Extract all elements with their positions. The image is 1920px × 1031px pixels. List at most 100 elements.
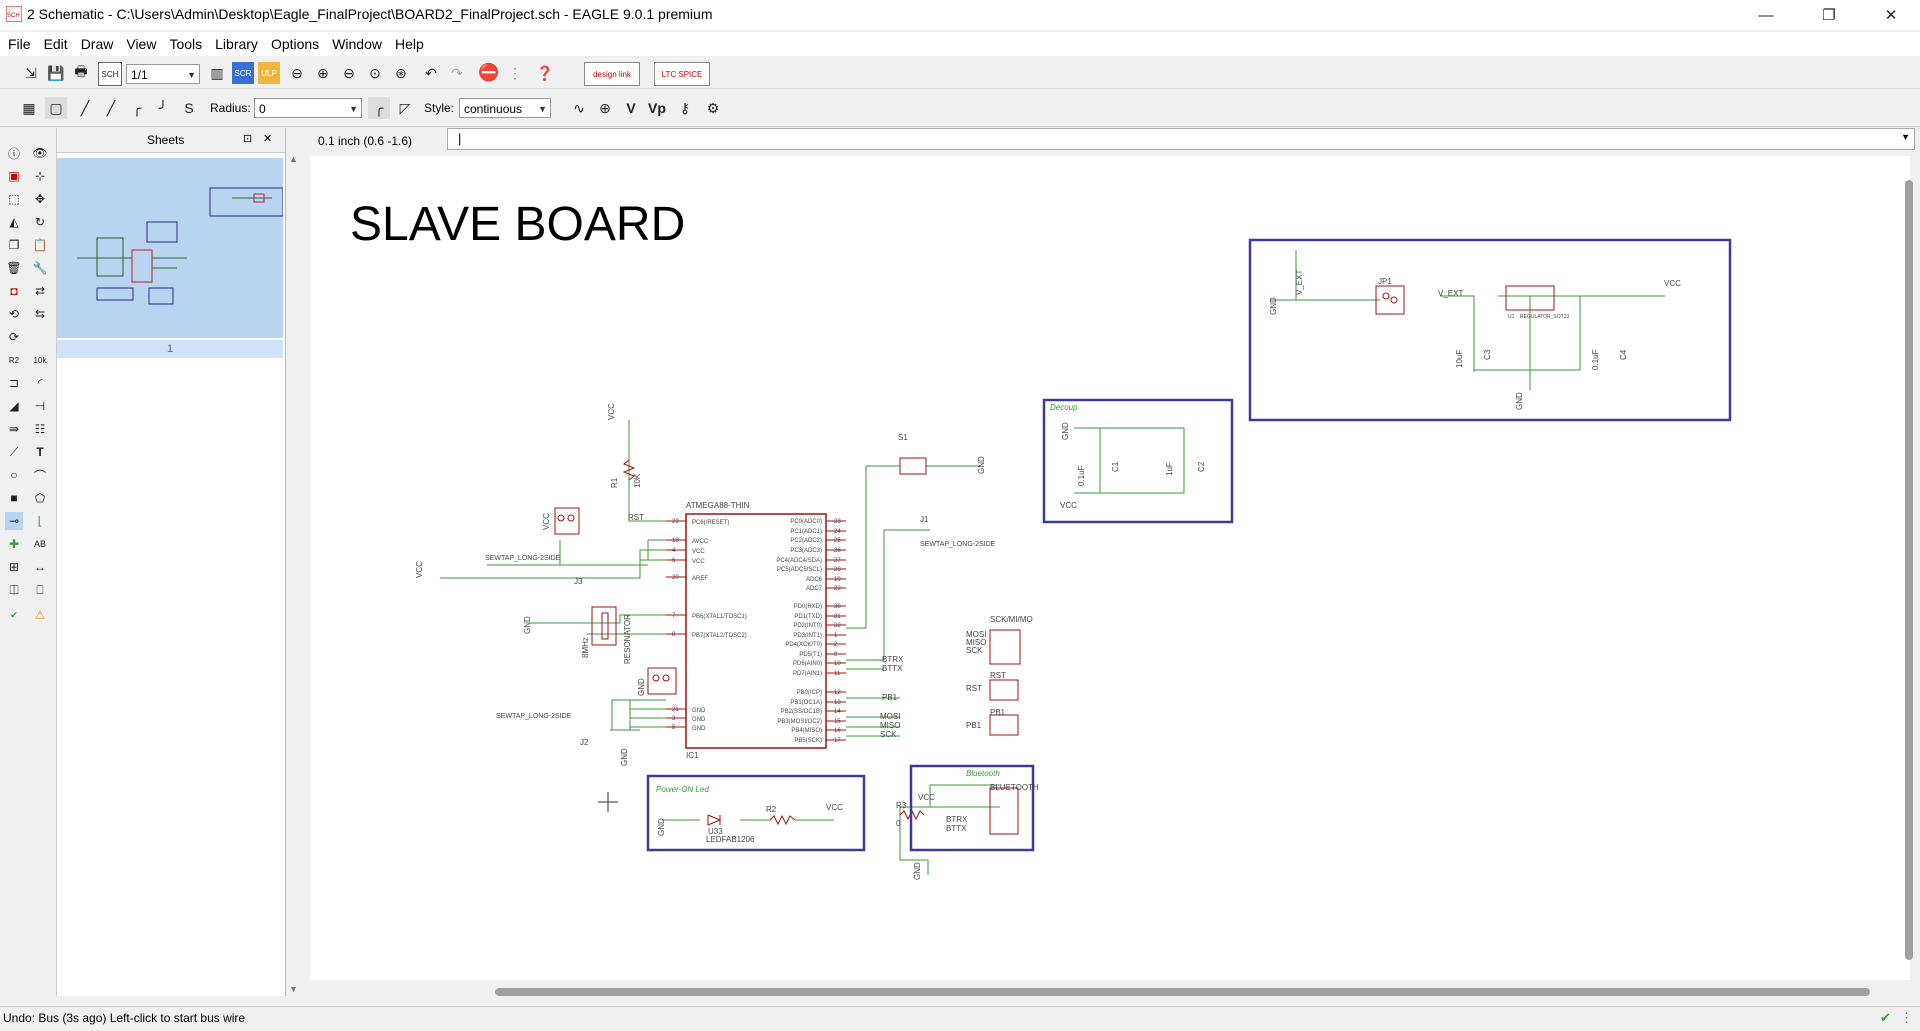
- value-icon[interactable]: 10k: [33, 355, 47, 365]
- command-dropdown-icon[interactable]: ▼: [1901, 132, 1910, 142]
- print-icon[interactable]: 🖶: [74, 63, 88, 79]
- command-line-input[interactable]: | ▼: [447, 128, 1915, 150]
- delete-icon[interactable]: 🗑: [6, 261, 22, 275]
- wire-bend-3-icon[interactable]: ╭: [132, 99, 142, 116]
- ltspice-button[interactable]: LTC SPICE: [654, 62, 710, 86]
- layer-icon[interactable]: ▢: [45, 97, 67, 119]
- name-icon[interactable]: R2: [8, 355, 20, 365]
- grid-icon[interactable]: ▦: [22, 99, 36, 116]
- split-icon[interactable]: ◢: [9, 399, 19, 413]
- ulp-icon[interactable]: ULP: [258, 62, 280, 84]
- regulator-frame[interactable]: [1248, 238, 1732, 422]
- miter-straight-icon[interactable]: ◸: [399, 99, 411, 116]
- frame-icon[interactable]: ⊞: [8, 560, 20, 574]
- show-icon[interactable]: 👁: [32, 146, 48, 160]
- key-icon[interactable]: ⚷: [679, 99, 691, 116]
- rotate-icon[interactable]: ↻: [34, 215, 46, 229]
- radius-input[interactable]: 0▼: [254, 98, 362, 118]
- schematic-canvas[interactable]: SLAVE BOARD ATMEGA88-THIN IC1 PC6(/RESET…: [310, 156, 1910, 980]
- zoom-out-icon[interactable]: ⊖: [343, 64, 355, 81]
- invoke-icon[interactable]: ⟳: [8, 330, 20, 344]
- maximize-button[interactable]: ❐: [1822, 7, 1836, 24]
- wire-bend-5-icon[interactable]: S: [184, 100, 194, 116]
- menu-options[interactable]: Options: [270, 36, 320, 52]
- replace-icon[interactable]: ⇄: [34, 284, 46, 298]
- miter-round-icon[interactable]: ╭: [368, 97, 390, 119]
- voltage-icon[interactable]: V: [626, 100, 636, 116]
- menu-view[interactable]: View: [126, 36, 157, 52]
- minimize-button[interactable]: —: [1758, 6, 1774, 24]
- copy-icon[interactable]: ❐: [8, 238, 20, 252]
- menu-edit[interactable]: Edit: [43, 36, 68, 52]
- close-panel-icon[interactable]: ✕: [263, 133, 273, 145]
- mirror-icon[interactable]: ◭: [9, 215, 19, 229]
- text-icon[interactable]: T: [36, 445, 44, 459]
- go-icon[interactable]: ⋮: [508, 64, 522, 81]
- style-select[interactable]: continuous▼: [459, 98, 551, 118]
- line-icon[interactable]: ⟋: [9, 444, 19, 459]
- menu-draw[interactable]: Draw: [80, 36, 114, 52]
- warning-icon[interactable]: ⚠: [34, 608, 46, 622]
- mark-icon[interactable]: ⊹: [34, 169, 46, 183]
- power-led-frame[interactable]: [646, 774, 866, 852]
- smash-icon[interactable]: ⊐: [8, 376, 20, 390]
- display-icon[interactable]: ▣: [8, 169, 20, 183]
- board-switch-icon[interactable]: SCH: [98, 62, 122, 86]
- dimension-icon[interactable]: ↔: [34, 560, 46, 574]
- cam-icon[interactable]: ▥: [210, 64, 224, 81]
- info-icon[interactable]: ⓘ: [7, 146, 20, 161]
- arc-icon[interactable]: ⌒: [33, 468, 46, 483]
- paste-icon[interactable]: 📋: [32, 238, 48, 252]
- zoom-fit-icon[interactable]: ⊖: [291, 64, 303, 81]
- move-icon[interactable]: ✥: [34, 192, 46, 206]
- gate-swap-icon[interactable]: ⇆: [34, 307, 46, 321]
- redo-icon[interactable]: ↷: [451, 64, 463, 81]
- status-menu-icon[interactable]: ⋮: [1900, 1010, 1913, 1025]
- wrench-icon[interactable]: 🔧: [32, 261, 48, 275]
- zoom-select-icon[interactable]: ⊛: [395, 64, 407, 81]
- design-link-button[interactable]: design link: [584, 62, 640, 86]
- decoup-frame[interactable]: [1042, 398, 1234, 524]
- circle-icon[interactable]: ○: [10, 468, 18, 482]
- mcu-body[interactable]: [685, 513, 827, 749]
- help-icon[interactable]: ❓: [536, 64, 554, 81]
- port-icon[interactable]: ⎕: [36, 582, 44, 597]
- settings-icon[interactable]: ⚙: [706, 99, 720, 116]
- erc-icon[interactable]: ✔: [10, 609, 18, 620]
- bluetooth-frame[interactable]: [909, 764, 1035, 852]
- add-icon[interactable]: ◘: [10, 284, 18, 298]
- vp-icon[interactable]: Vp: [648, 100, 666, 116]
- save-icon[interactable]: 💾: [47, 64, 65, 81]
- canvas-horizontal-scrollbar[interactable]: [495, 988, 1870, 996]
- sheet-thumbnail[interactable]: [57, 158, 284, 338]
- wire-bend-1-icon[interactable]: ╱: [80, 99, 90, 116]
- menu-library[interactable]: Library: [215, 36, 258, 52]
- sheets-scrollbar[interactable]: ▲ ▼: [289, 154, 298, 994]
- rect-icon[interactable]: ■: [10, 491, 18, 505]
- stop-icon[interactable]: ⛔: [478, 63, 500, 82]
- probe-icon[interactable]: ⊕: [599, 99, 611, 116]
- sheet-number[interactable]: 1: [57, 340, 283, 358]
- pinswap-icon[interactable]: ⇛: [8, 422, 20, 436]
- pin-icon[interactable]: ⊡: [243, 133, 253, 145]
- sim-icon[interactable]: ∿: [573, 99, 585, 116]
- wire-bend-2-icon[interactable]: ╱: [106, 99, 116, 116]
- miter-icon[interactable]: ◜: [37, 376, 43, 390]
- menu-tools[interactable]: Tools: [169, 36, 203, 52]
- attribute-icon[interactable]: ☷: [34, 422, 46, 436]
- zoom-redraw-icon[interactable]: ⊙: [369, 64, 381, 81]
- open-icon[interactable]: ⇲: [25, 64, 37, 81]
- bus-icon[interactable]: ⊸: [5, 512, 23, 530]
- menu-file[interactable]: File: [8, 36, 31, 52]
- polygon-icon[interactable]: ⬠: [34, 491, 46, 505]
- net-icon[interactable]: ⌊: [37, 514, 43, 528]
- script-icon[interactable]: SCR: [232, 62, 254, 84]
- undo-icon[interactable]: ↶: [425, 64, 437, 81]
- wire-bend-4-icon[interactable]: ╯: [158, 99, 168, 116]
- module-icon[interactable]: ⎅: [9, 582, 19, 597]
- canvas-vertical-scrollbar[interactable]: [1905, 180, 1913, 960]
- label-icon[interactable]: AB: [33, 539, 46, 549]
- menu-window[interactable]: Window: [332, 36, 382, 52]
- menu-help[interactable]: Help: [394, 36, 424, 52]
- junction-icon[interactable]: ✚: [8, 537, 20, 551]
